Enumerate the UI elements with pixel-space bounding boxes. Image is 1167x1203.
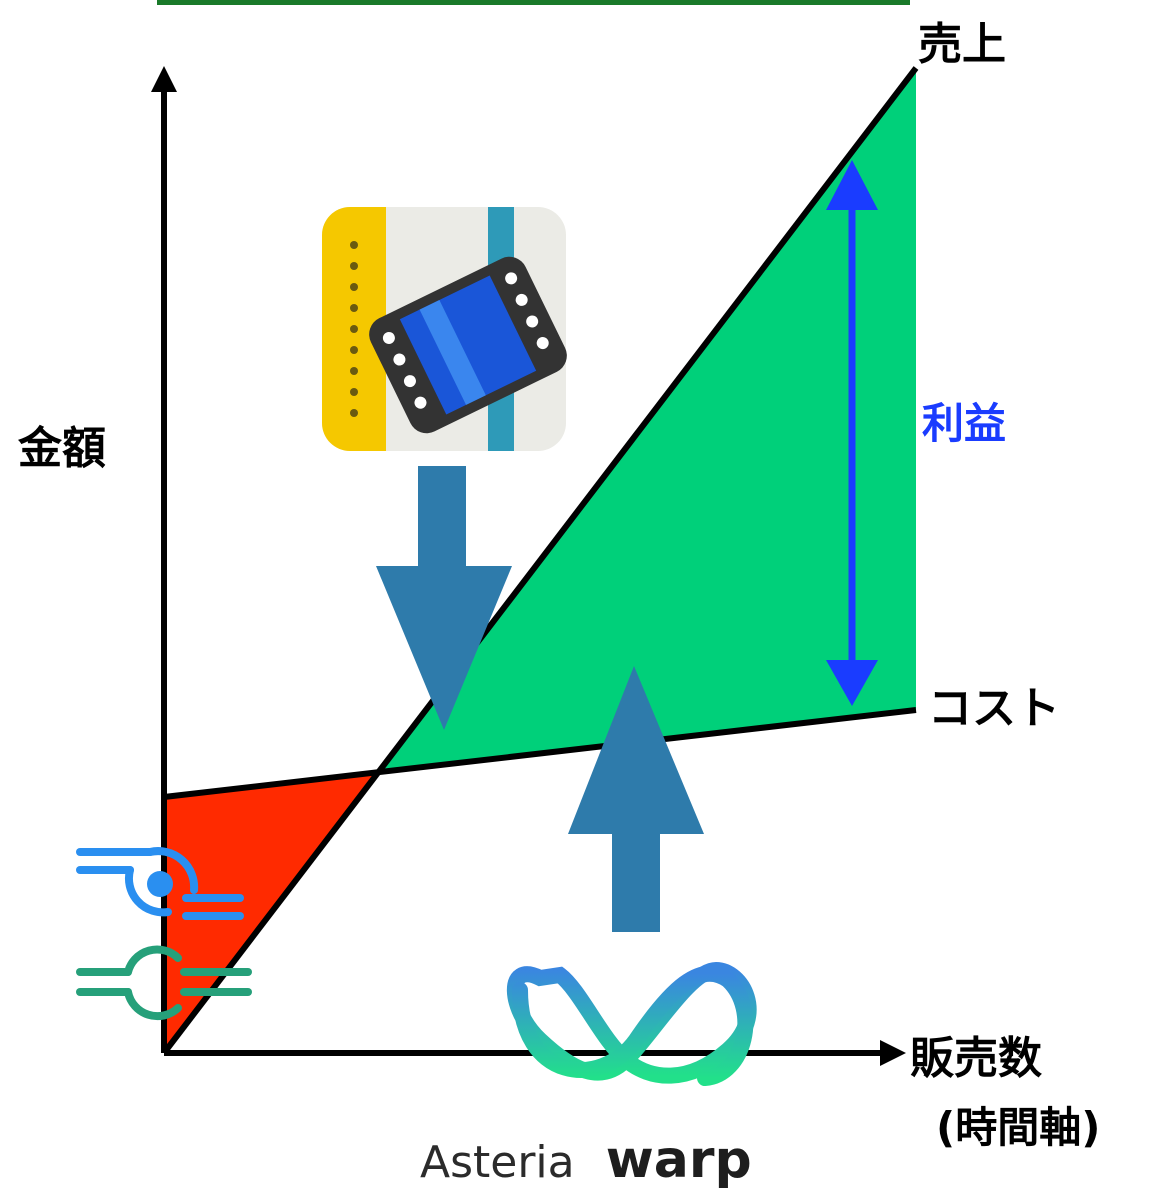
y-axis-arrowhead [151,66,177,92]
cost-line [163,707,917,800]
service-logo-icon [76,847,252,1021]
up-arrow [568,666,704,932]
asteria-warp-wave-icon [506,961,757,1086]
down-arrow [376,466,512,730]
sales-label: 売上 [918,19,1006,70]
x-axis-arrowhead [880,1040,906,1066]
asteria-warp-logo: Asteria warp [420,1130,752,1190]
profit-arrow-down [826,660,878,706]
quantity-axis-label: 販売数 [910,1033,1042,1084]
profit-label: 利益 [922,399,1007,448]
cost-label: コスト [928,683,1060,734]
film-clip-app-icon [322,207,567,451]
amount-axis-label: 金額 [18,423,106,474]
sales-line [161,66,919,1055]
top-bar [157,0,910,5]
brand-name: Asteria [420,1137,575,1188]
product-name: warp [605,1130,752,1190]
profit-arrow-up [826,160,878,210]
time-axis-label: (時間軸) [936,1103,1101,1152]
